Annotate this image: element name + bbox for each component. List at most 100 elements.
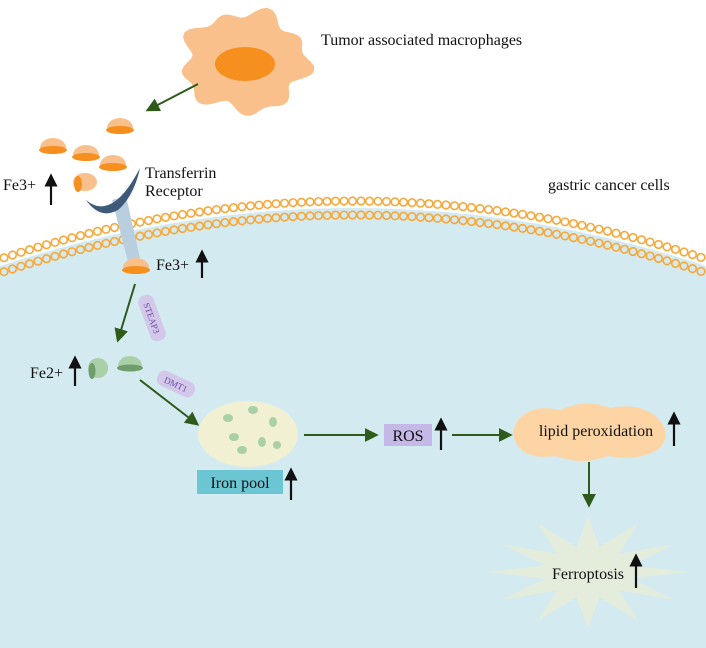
ferroptosis-label: Ferroptosis xyxy=(552,566,624,583)
membrane-lipid xyxy=(475,203,485,214)
membrane-lipid xyxy=(449,201,460,211)
membrane-lipid xyxy=(75,230,86,241)
membrane-lipid xyxy=(424,199,434,209)
membrane-lipid xyxy=(152,214,162,224)
membrane-lipid xyxy=(543,214,553,224)
membrane-lipid xyxy=(449,215,460,225)
membrane-lipid xyxy=(143,229,154,240)
membrane-lipid xyxy=(41,254,52,264)
membrane-lipid xyxy=(322,210,332,220)
transferrin-molecule xyxy=(73,173,97,192)
membrane-lipid xyxy=(670,258,681,269)
membrane-lipid xyxy=(696,266,706,276)
iron-ion xyxy=(248,406,258,414)
membrane-lipid xyxy=(577,220,587,231)
membrane-lipid xyxy=(58,249,69,259)
membrane-lipid xyxy=(271,199,281,209)
membrane-lipid xyxy=(169,225,179,235)
membrane-lipid xyxy=(373,196,383,206)
iron-ion xyxy=(223,414,233,422)
membrane-lipid xyxy=(262,213,273,224)
membrane-lipid xyxy=(390,211,400,221)
transferrin-molecule xyxy=(72,145,100,161)
membrane-lipid xyxy=(696,252,706,262)
iron-pool-ions xyxy=(223,406,281,454)
membrane-lipid xyxy=(152,228,162,238)
dmt1-transporter: DMT1 xyxy=(156,370,196,398)
membrane-lipid xyxy=(585,222,596,232)
iron-ion xyxy=(273,441,281,449)
membrane-lipid xyxy=(24,245,35,255)
membrane-lipid xyxy=(356,196,366,206)
membrane-lipid xyxy=(526,225,536,235)
membrane-lipid xyxy=(441,200,451,210)
membrane-lipid xyxy=(228,217,239,227)
membrane-lipid xyxy=(364,210,375,220)
membrane-lipid xyxy=(322,196,332,206)
fe2-ions xyxy=(88,356,143,379)
cell-membrane xyxy=(0,196,706,277)
membrane-lipid xyxy=(568,219,579,229)
membrane-lipid xyxy=(67,233,77,243)
membrane-lipid xyxy=(534,226,545,236)
ros-box xyxy=(384,424,432,446)
membrane-lipid xyxy=(611,242,621,252)
membrane-lipid xyxy=(466,202,477,213)
membrane-lipid xyxy=(687,250,698,260)
membrane-lipid xyxy=(211,205,222,215)
membrane-lipid xyxy=(594,238,604,248)
membrane-lipid xyxy=(50,251,60,261)
membrane-lipid xyxy=(602,226,613,236)
membrane-lipid xyxy=(645,237,655,247)
membrane-lipid xyxy=(101,238,111,248)
membrane-lipid xyxy=(211,219,222,229)
membrane-lipid xyxy=(203,220,213,230)
membrane-lipid xyxy=(407,212,417,222)
membrane-lipid xyxy=(364,196,375,206)
lipid-peroxidation-shape xyxy=(513,403,666,461)
membrane-lipid xyxy=(228,203,239,213)
membrane-lipid xyxy=(58,235,69,245)
membrane-lipid xyxy=(254,214,264,224)
membrane-lipid xyxy=(194,207,205,217)
membrane-lipid xyxy=(458,216,468,226)
membrane-lipid xyxy=(84,242,94,253)
membrane-lipid xyxy=(458,202,468,212)
membrane-lipid xyxy=(594,224,604,234)
membrane-lipid xyxy=(492,220,502,230)
arrow-fe2-to-iron-pool xyxy=(139,379,200,426)
transferrin-receptor xyxy=(86,168,140,262)
fe3-outside-label: Fe3+ xyxy=(3,177,36,194)
arrow-fe3-to-fe2 xyxy=(114,283,136,343)
membrane-lipid xyxy=(602,240,613,250)
membrane-lipid xyxy=(0,253,9,263)
fe2-ion xyxy=(117,356,143,372)
cancer-cell-body xyxy=(0,208,706,648)
receptor-head xyxy=(86,168,140,214)
membrane-lipid xyxy=(517,209,528,219)
membrane-lipid xyxy=(288,212,298,222)
receptor-stalk xyxy=(112,196,140,262)
membrane-lipid xyxy=(636,249,647,259)
membrane-lipid xyxy=(577,234,587,245)
membrane-lipid xyxy=(279,212,290,222)
membrane-lipid xyxy=(7,264,18,274)
membrane-lipid xyxy=(560,231,570,241)
membrane-lipid xyxy=(670,244,681,255)
membrane-lipid xyxy=(24,259,35,269)
membrane-lipid xyxy=(288,198,298,208)
membrane-lipid xyxy=(16,261,26,271)
receptor-label-line2: Receptor xyxy=(145,183,203,200)
membrane-lipid xyxy=(169,211,179,221)
membrane-lipid xyxy=(611,228,621,238)
membrane-lipid xyxy=(628,246,638,257)
membrane-lipid xyxy=(679,261,689,271)
fe2-label: Fe2+ xyxy=(30,365,63,382)
membrane-lipid xyxy=(517,223,528,233)
iron-ion xyxy=(229,433,239,441)
arrow-macrophage-to-transferrin xyxy=(145,83,199,112)
membrane-lipid xyxy=(534,212,545,222)
membrane-lipid xyxy=(551,229,562,239)
membrane-lipid xyxy=(330,210,341,220)
